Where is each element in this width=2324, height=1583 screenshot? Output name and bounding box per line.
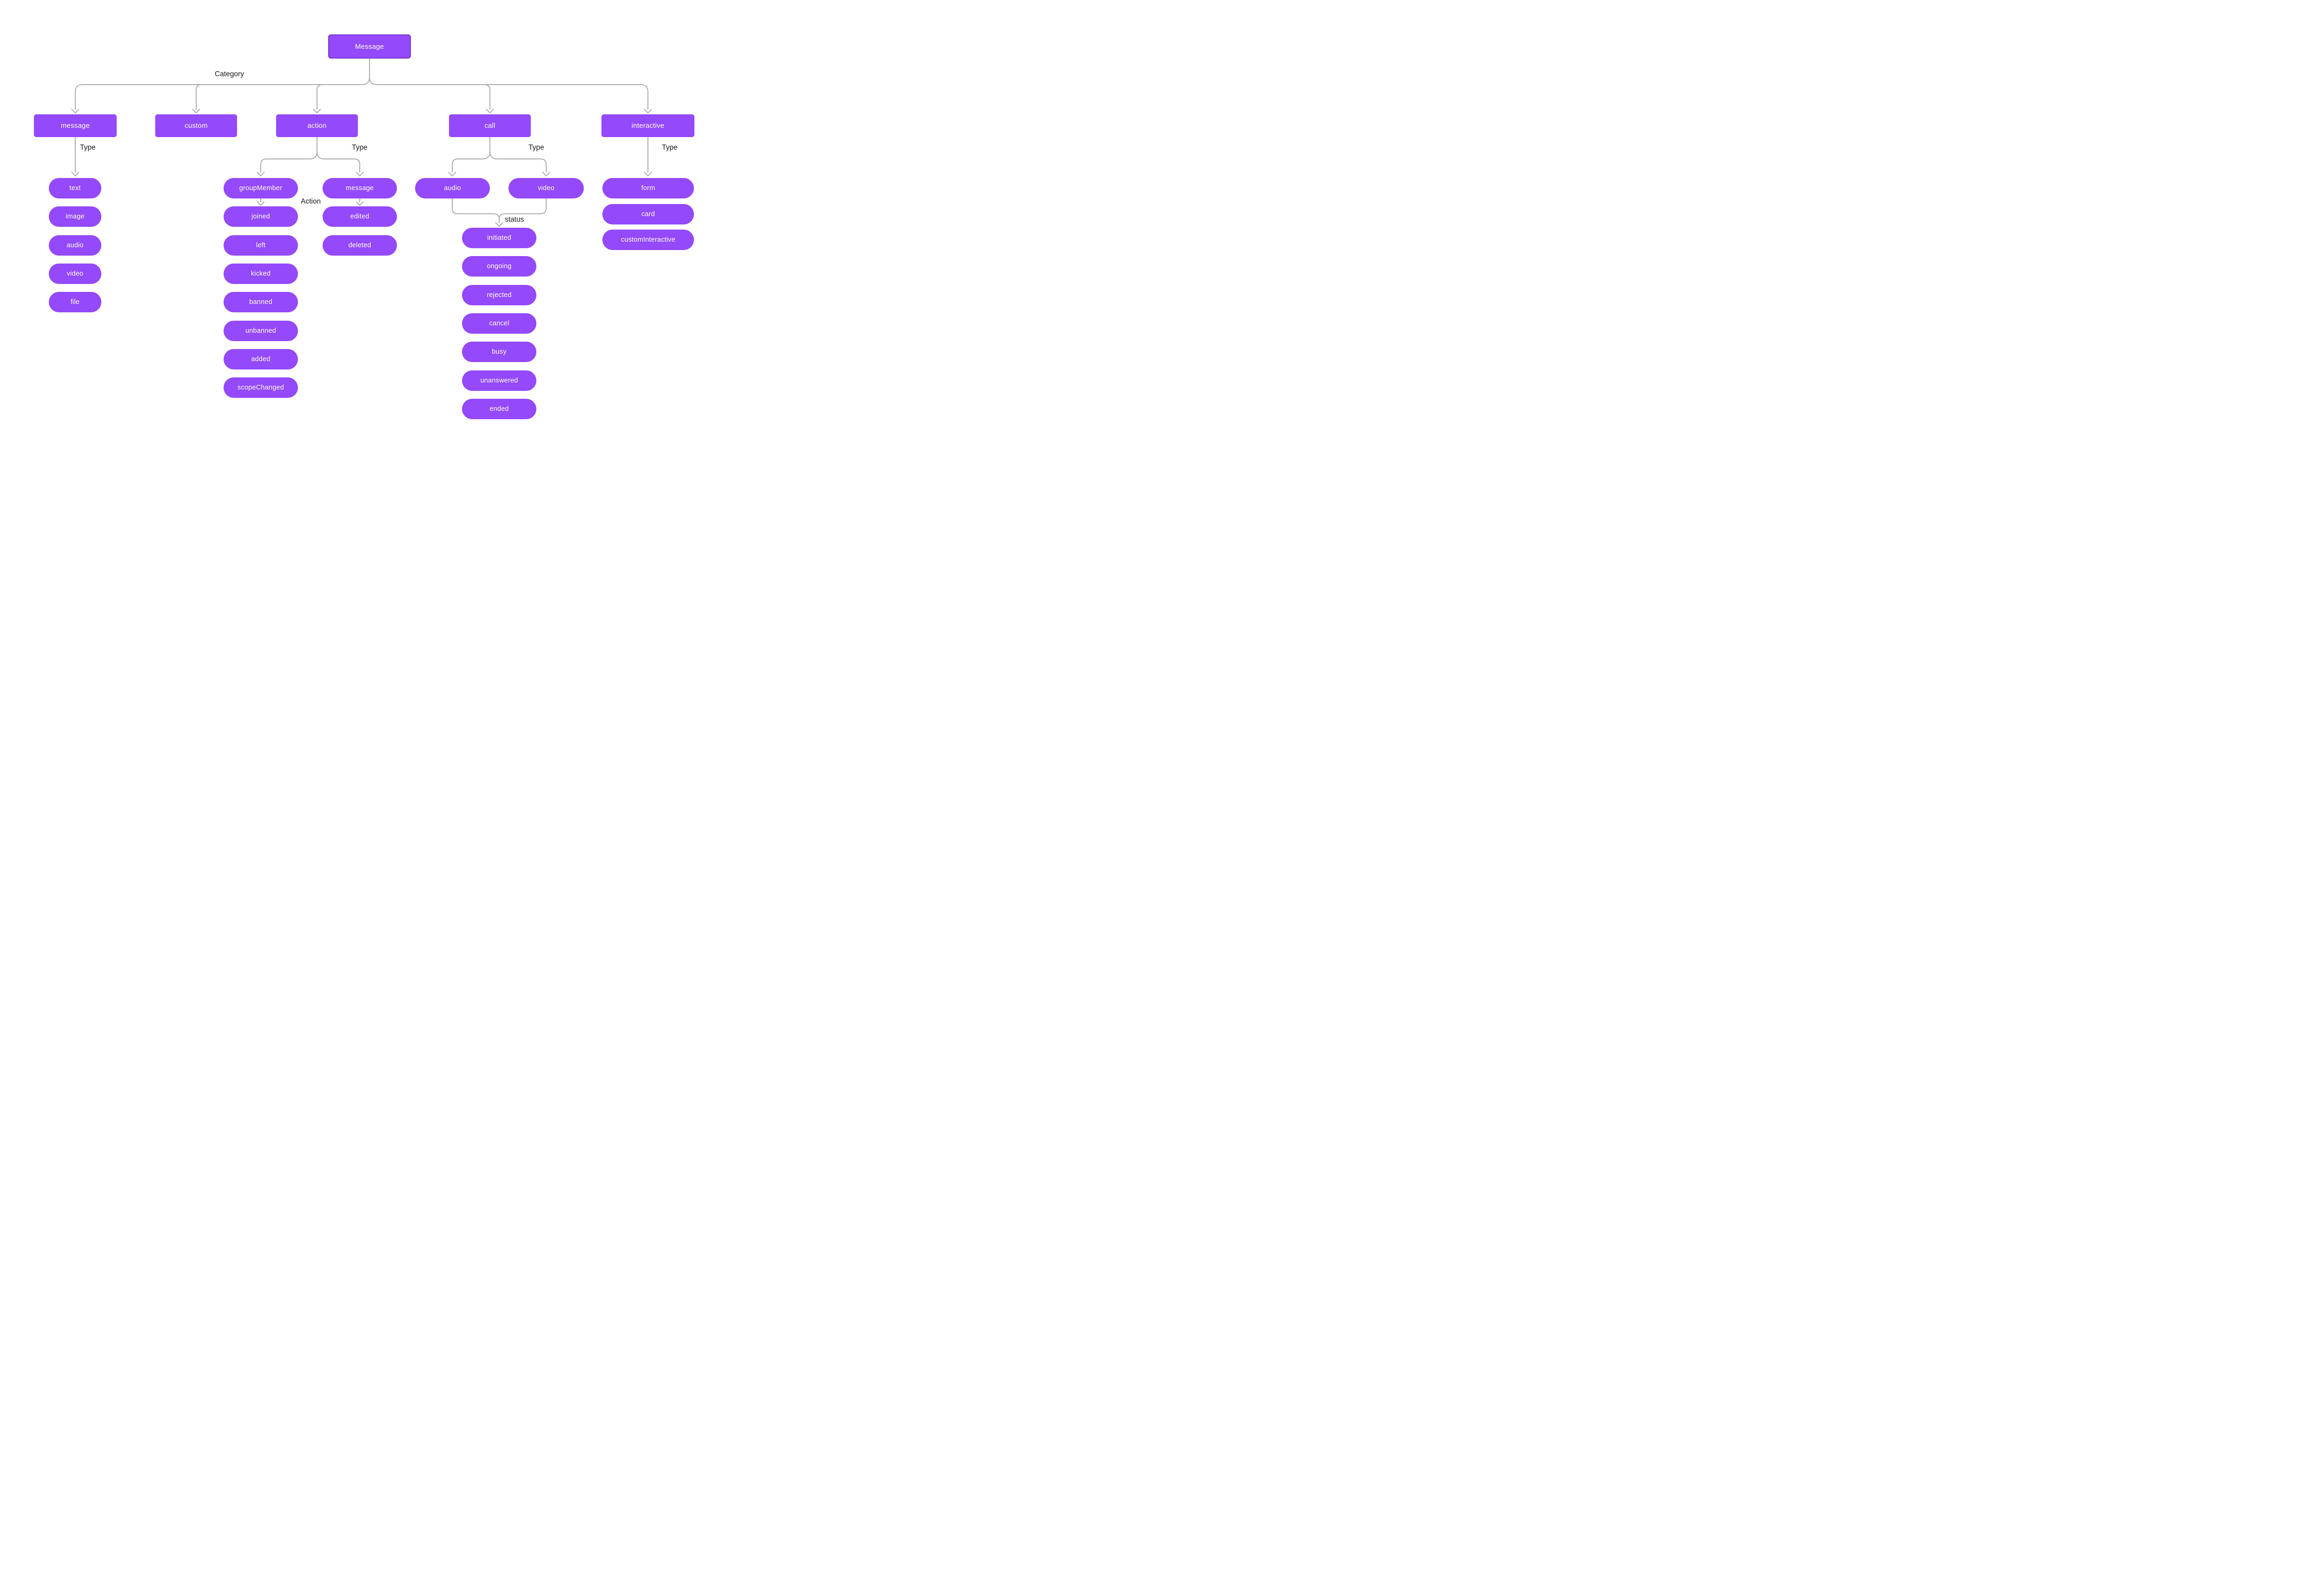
node-interactive-form: form	[602, 178, 694, 198]
node-message-root: Message	[328, 34, 411, 59]
connector-groupmember-to-joined	[257, 198, 264, 206]
node-call-audio: audio	[415, 178, 490, 198]
edge-label-action: Action	[301, 198, 321, 205]
node-actionmessage: message	[323, 178, 397, 198]
connector-call-merge-status	[452, 198, 547, 227]
node-action-left: left	[224, 235, 298, 256]
node-category-interactive: interactive	[601, 114, 694, 137]
node-interactive-card: card	[602, 204, 694, 224]
node-status-ended: ended	[462, 399, 536, 419]
connectors	[71, 58, 652, 227]
node-status-rejected: rejected	[462, 285, 536, 305]
edge-label-type-action: Type	[352, 144, 368, 152]
arrowhead-icon	[313, 109, 321, 113]
node-type-audio: audio	[49, 235, 101, 256]
arrowhead-icon	[356, 171, 364, 177]
node-action-kicked: kicked	[224, 264, 298, 284]
arrowhead-icon	[542, 171, 550, 177]
connector-root-to-categories	[71, 58, 652, 113]
node-category-action: action	[276, 114, 358, 137]
node-status-unanswered: unanswered	[462, 370, 536, 391]
arrowhead-icon	[356, 201, 363, 206]
edge-label-type-interactive: Type	[662, 144, 678, 152]
node-action-scopechanged: scopeChanged	[224, 377, 298, 398]
node-action-banned: banned	[224, 292, 298, 312]
node-category-custom: custom	[155, 114, 237, 137]
node-status-initiated: initiated	[462, 228, 536, 248]
node-status-busy: busy	[462, 342, 536, 362]
node-action-unbanned: unbanned	[224, 321, 298, 341]
connector-message-to-types	[71, 137, 79, 177]
node-status-ongoing: ongoing	[462, 256, 536, 277]
edge-label-category: Category	[215, 70, 244, 78]
arrowhead-icon	[644, 109, 652, 113]
connector-call-fork	[448, 137, 550, 177]
node-type-file: file	[49, 292, 101, 312]
connector-action-fork	[257, 137, 364, 177]
arrowhead-icon	[448, 171, 456, 177]
arrowhead-icon	[257, 171, 265, 177]
connector-actionmessage-to-edited	[356, 198, 363, 206]
node-category-call: call	[449, 114, 531, 137]
arrowhead-icon	[644, 171, 652, 177]
node-type-text: text	[49, 178, 101, 198]
arrowhead-icon	[71, 171, 79, 177]
arrowhead-icon	[486, 109, 494, 113]
node-action-added: added	[224, 349, 298, 369]
node-status-cancel: cancel	[462, 313, 536, 334]
edge-label-type-message: Type	[80, 144, 96, 152]
node-category-message: message	[34, 114, 117, 137]
arrowhead-icon	[257, 201, 264, 206]
connector-interactive-type	[644, 137, 652, 177]
node-call-video: video	[508, 178, 584, 198]
edge-label-type-call: Type	[528, 144, 544, 152]
arrowhead-icon	[71, 109, 79, 113]
edge-label-status: status	[505, 216, 524, 224]
arrowhead-icon	[192, 109, 200, 113]
diagram-canvas: Message Category Type Type Type Type Act…	[0, 0, 716, 445]
node-interactive-custominteractive: customInteractive	[602, 230, 694, 250]
node-action-edited: edited	[323, 206, 397, 227]
node-type-image: image	[49, 206, 101, 227]
node-type-video: video	[49, 264, 101, 284]
arrowhead-icon	[495, 222, 503, 227]
node-groupmember: groupMember	[224, 178, 298, 198]
node-action-joined: joined	[224, 206, 298, 227]
node-action-deleted: deleted	[323, 235, 397, 256]
